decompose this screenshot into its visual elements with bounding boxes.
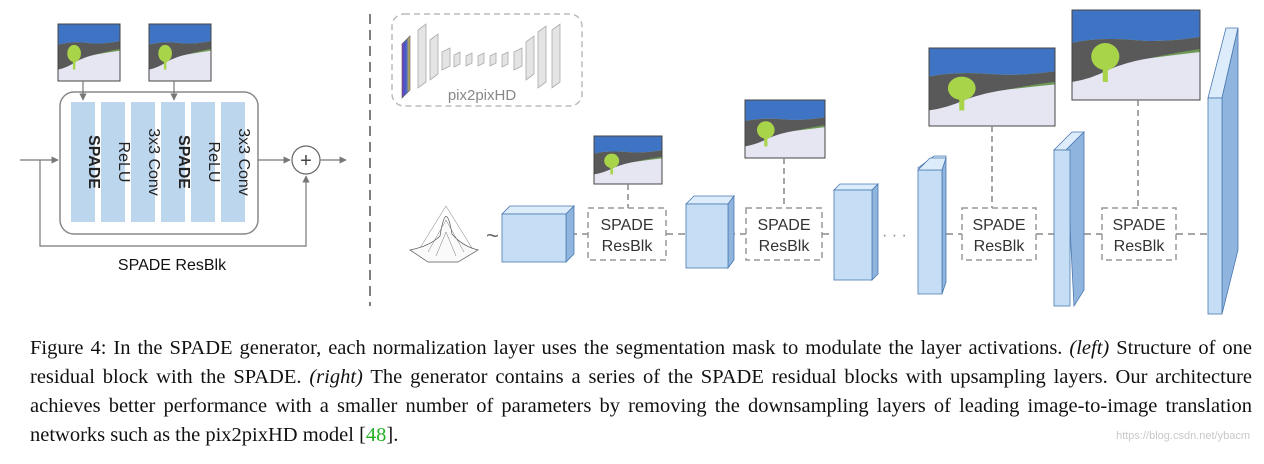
caption-text-2: Structure of one residual block with the… <box>30 337 1252 388</box>
svg-text:pix2pixHD: pix2pixHD <box>448 87 517 104</box>
svg-text:3x3 Conv: 3x3 Conv <box>235 128 252 196</box>
layer-spade-1: SPADE <box>71 102 102 222</box>
layer-conv-1: 3x3 Conv <box>131 102 162 222</box>
layer-relu-1: ReLU <box>101 102 132 222</box>
segmentation-map-input-1 <box>58 24 120 81</box>
citation-link[interactable]: 48 <box>365 424 387 446</box>
segmentation-map-medium <box>745 100 825 158</box>
spade-resblk-2: SPADE ResBlk <box>744 99 826 261</box>
spade-resblk-4: SPADE ResBlk <box>1071 9 1201 261</box>
layer-conv-2: 3x3 Conv <box>221 102 252 222</box>
feature-map-4 <box>917 155 947 295</box>
svg-text:ResBlk: ResBlk <box>1114 238 1166 255</box>
svg-text:SPADE: SPADE <box>85 135 102 189</box>
spade-resblk-diagram: SPADE ReLU 3x3 Conv SPADE ReLU 3x3 Conv … <box>20 23 347 274</box>
feature-map-5 <box>1053 131 1085 308</box>
segmentation-map-input-2 <box>149 24 211 81</box>
feature-map-1 <box>501 205 575 263</box>
svg-text:3x3 Conv: 3x3 Conv <box>145 128 162 196</box>
skip-connection <box>39 160 310 247</box>
svg-text:ResBlk: ResBlk <box>759 238 811 255</box>
caption-text-3: The generator contains a series of the S… <box>30 366 1253 446</box>
segmentation-map-large <box>929 48 1055 126</box>
pix2pixhd-inset: pix2pixHD <box>391 13 583 107</box>
svg-text:SPADE: SPADE <box>175 135 192 189</box>
ellipsis: · · · <box>882 227 907 244</box>
layer-relu-2: ReLU <box>191 102 222 222</box>
segmentation-map-largest <box>1072 10 1200 100</box>
feature-map-6 <box>1207 27 1239 315</box>
svg-text:ResBlk: ResBlk <box>602 238 654 255</box>
svg-text:~: ~ <box>486 223 499 248</box>
resblk-caption: SPADE ResBlk <box>118 257 227 274</box>
svg-text:ReLU: ReLU <box>115 142 132 183</box>
figure-caption: Figure 4: In the SPADE generator, each n… <box>30 334 1252 450</box>
spade-figure: SPADE ReLU 3x3 Conv SPADE ReLU 3x3 Conv … <box>20 9 1239 315</box>
layer-spade-2: SPADE <box>161 102 192 222</box>
caption-right-tag: (right) <box>309 366 363 388</box>
feature-map-3 <box>833 183 879 281</box>
spade-resblk-3: SPADE ResBlk <box>928 47 1056 261</box>
svg-text:ResBlk: ResBlk <box>974 238 1026 255</box>
segmentation-map-small <box>594 136 662 184</box>
watermark: https://blog.csdn.net/ybacm <box>1116 430 1250 442</box>
svg-text:SPADE: SPADE <box>1112 217 1165 234</box>
svg-text:+: + <box>300 150 312 172</box>
svg-text:ReLU: ReLU <box>205 142 222 183</box>
caption-text-4: ]. <box>386 424 399 446</box>
svg-text:SPADE: SPADE <box>972 217 1025 234</box>
noise-distribution: ~ <box>409 205 499 263</box>
caption-text-1: Figure 4: In the SPADE generator, each n… <box>30 337 1070 359</box>
svg-text:SPADE: SPADE <box>600 217 653 234</box>
caption-left-tag: (left) <box>1069 337 1110 359</box>
svg-text:SPADE: SPADE <box>757 217 810 234</box>
spade-resblk-1: SPADE ResBlk <box>587 135 667 261</box>
resblk-container <box>59 91 259 235</box>
feature-map-2 <box>685 194 735 270</box>
